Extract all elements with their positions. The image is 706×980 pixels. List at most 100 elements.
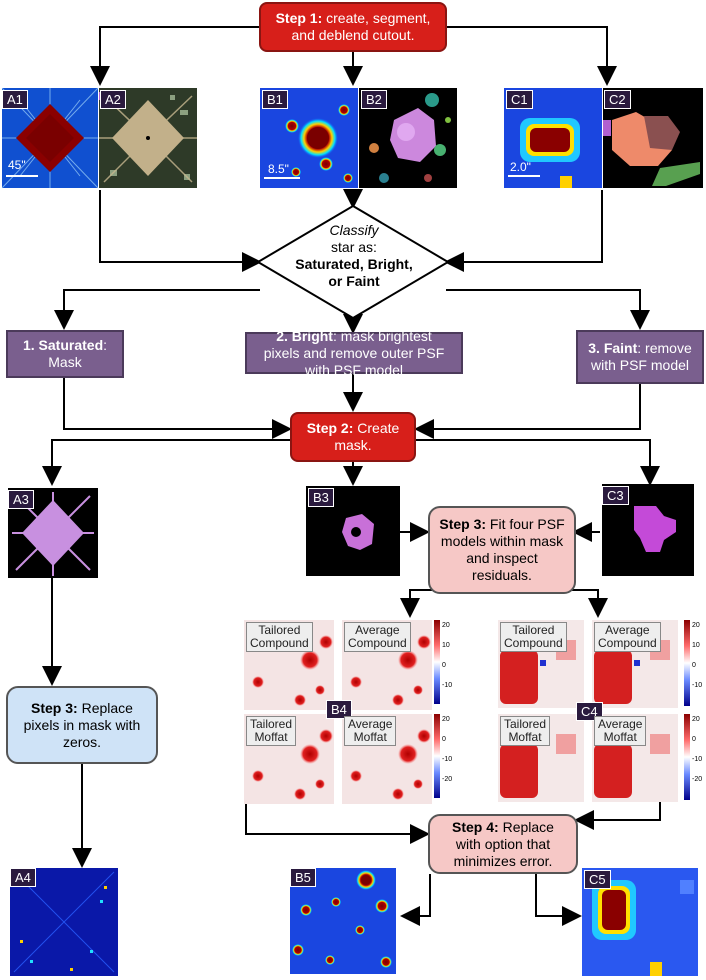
step1-text2: and deblend cutout. [291,27,415,43]
step3-fit-line2: models within mask [440,533,564,549]
c4b-tick-2: 0 [692,736,696,743]
c4-tc2: Compound [504,636,563,650]
image-a1 [1,87,99,189]
bright-box: 2. Bright: mask brightest pixels and rem… [245,328,463,378]
b4-tick-0: 20 [442,622,450,629]
image-c1 [504,88,602,188]
panel-tag-c1: C1 [506,90,533,109]
c4-colorbar-ticks-2: 20 0 -10 -20 [692,710,702,790]
b4-ac2: Compound [348,636,407,650]
step3-replace-line2: pixels in mask with [23,716,141,733]
b4b-tick-4: -20 [442,776,453,783]
step3-fit-line3: and inspect [466,550,538,566]
step4-rest: Replace [498,818,554,835]
step3-replace-line3: zeros. [62,733,102,750]
b4-colorbar-ticks-2: 20 0 -10 -20 [442,710,452,790]
c4-tm1: Tailored [504,717,547,731]
step2-box: Step 2: Create mask. [290,412,416,462]
step4-line2: with option that [455,835,551,852]
c4-am1: Average [598,717,643,731]
step3-fit-bold: Step 3: [439,516,487,532]
classify-line4: or Faint [328,273,380,289]
step3-fit-line4: residuals. [472,567,532,583]
step3-replace-box: Step 3: Replace pixels in mask with zero… [6,686,158,764]
b4-tc2: Compound [250,636,309,650]
c4-tm2: Moffat [508,730,542,744]
bright-bold: 2. Bright [276,327,333,344]
c4-tick-0: 20 [692,622,700,629]
b4b-tick-3: -10 [442,756,453,763]
panel-tag-c3: C3 [602,486,629,505]
faint-box: 3. Faint: remove with PSF model [576,330,704,384]
b4-tm1: Tailored [250,717,293,731]
classify-text: Classify star as: Saturated, Bright, or … [262,222,446,290]
b4b-tick-2: 0 [442,736,446,743]
classify-diamond [256,204,450,320]
bright-rest: : mask brightest [332,327,432,344]
c4-ac1: Average [605,623,650,637]
c4b-tick-4: -20 [692,776,703,783]
step2-rest: Create [353,420,400,436]
b4-tick-2: 0 [442,662,446,669]
c4-tc1: Tailored [512,623,555,637]
b4-tick-1: 10 [442,642,450,649]
saturated-bold: 1. Saturated [22,337,104,353]
step3-replace-rest: Replace [77,699,133,716]
c4-tick-1: 10 [692,642,700,649]
b4b-tick-0: 20 [442,716,450,723]
b4-tm2: Moffat [254,730,288,744]
step3-fit-box: Step 3: Fit four PSF models within mask … [428,506,576,594]
step1-bold: Step 1: [275,10,323,26]
step4-bold: Step 4: [452,818,499,835]
step1-box: Step 1: create, segment, and deblend cut… [259,2,447,52]
panel-tag-b5: B5 [290,868,316,887]
panel-tag-b4: B4 [326,700,352,719]
step1-text1: create, segment, [322,10,431,26]
bright-line2: pixels and remove outer PSF [263,344,445,361]
panel-tag-a3: A3 [8,490,34,509]
faint-rest: : remove [637,340,692,356]
c4-tick-2: 0 [692,662,696,669]
panel-tag-b3: B3 [308,488,334,507]
panel-tag-a1: A1 [2,90,28,109]
step2-bold: Step 2: [306,420,354,436]
step3-replace-bold: Step 3: [31,699,78,716]
saturated-line2: Mask [48,354,82,370]
image-b3 [306,486,400,576]
saturated-box: 1. Saturated: Mask [6,330,124,378]
faint-line2: with PSF model [590,357,690,373]
panel-tag-a2: A2 [100,90,126,109]
step4-box: Step 4: Replace with option that minimiz… [428,814,578,874]
c4-am2: Moffat [603,730,637,744]
b4-colorbar-ticks: 20 10 0 -10 [442,616,452,696]
b4-tick-3: -10 [442,682,453,689]
c4-colorbar-ticks: 20 10 0 -10 [692,616,702,696]
panel-tag-b1: B1 [262,90,288,109]
c4b-tick-0: 20 [692,716,700,723]
faint-bold: 3. Faint [588,340,638,356]
bright-line3: with PSF model [304,361,404,378]
b4-tc1: Tailored [258,623,301,637]
b4-ac1: Average [355,623,400,637]
b4-am1: Average [348,717,393,731]
b4-am2: Moffat [353,730,387,744]
panel-tag-b2: B2 [361,90,387,109]
classify-line2: star as: [331,239,377,255]
step2-line2: mask. [334,437,372,453]
classify-line3: Saturated, Bright, [295,256,413,272]
panel-tag-c5: C5 [584,870,611,889]
image-c5 [582,868,698,976]
scale-label-b1: 8.5" [268,162,289,176]
saturated-rest: : [103,337,108,353]
panel-tag-c2: C2 [604,90,631,109]
